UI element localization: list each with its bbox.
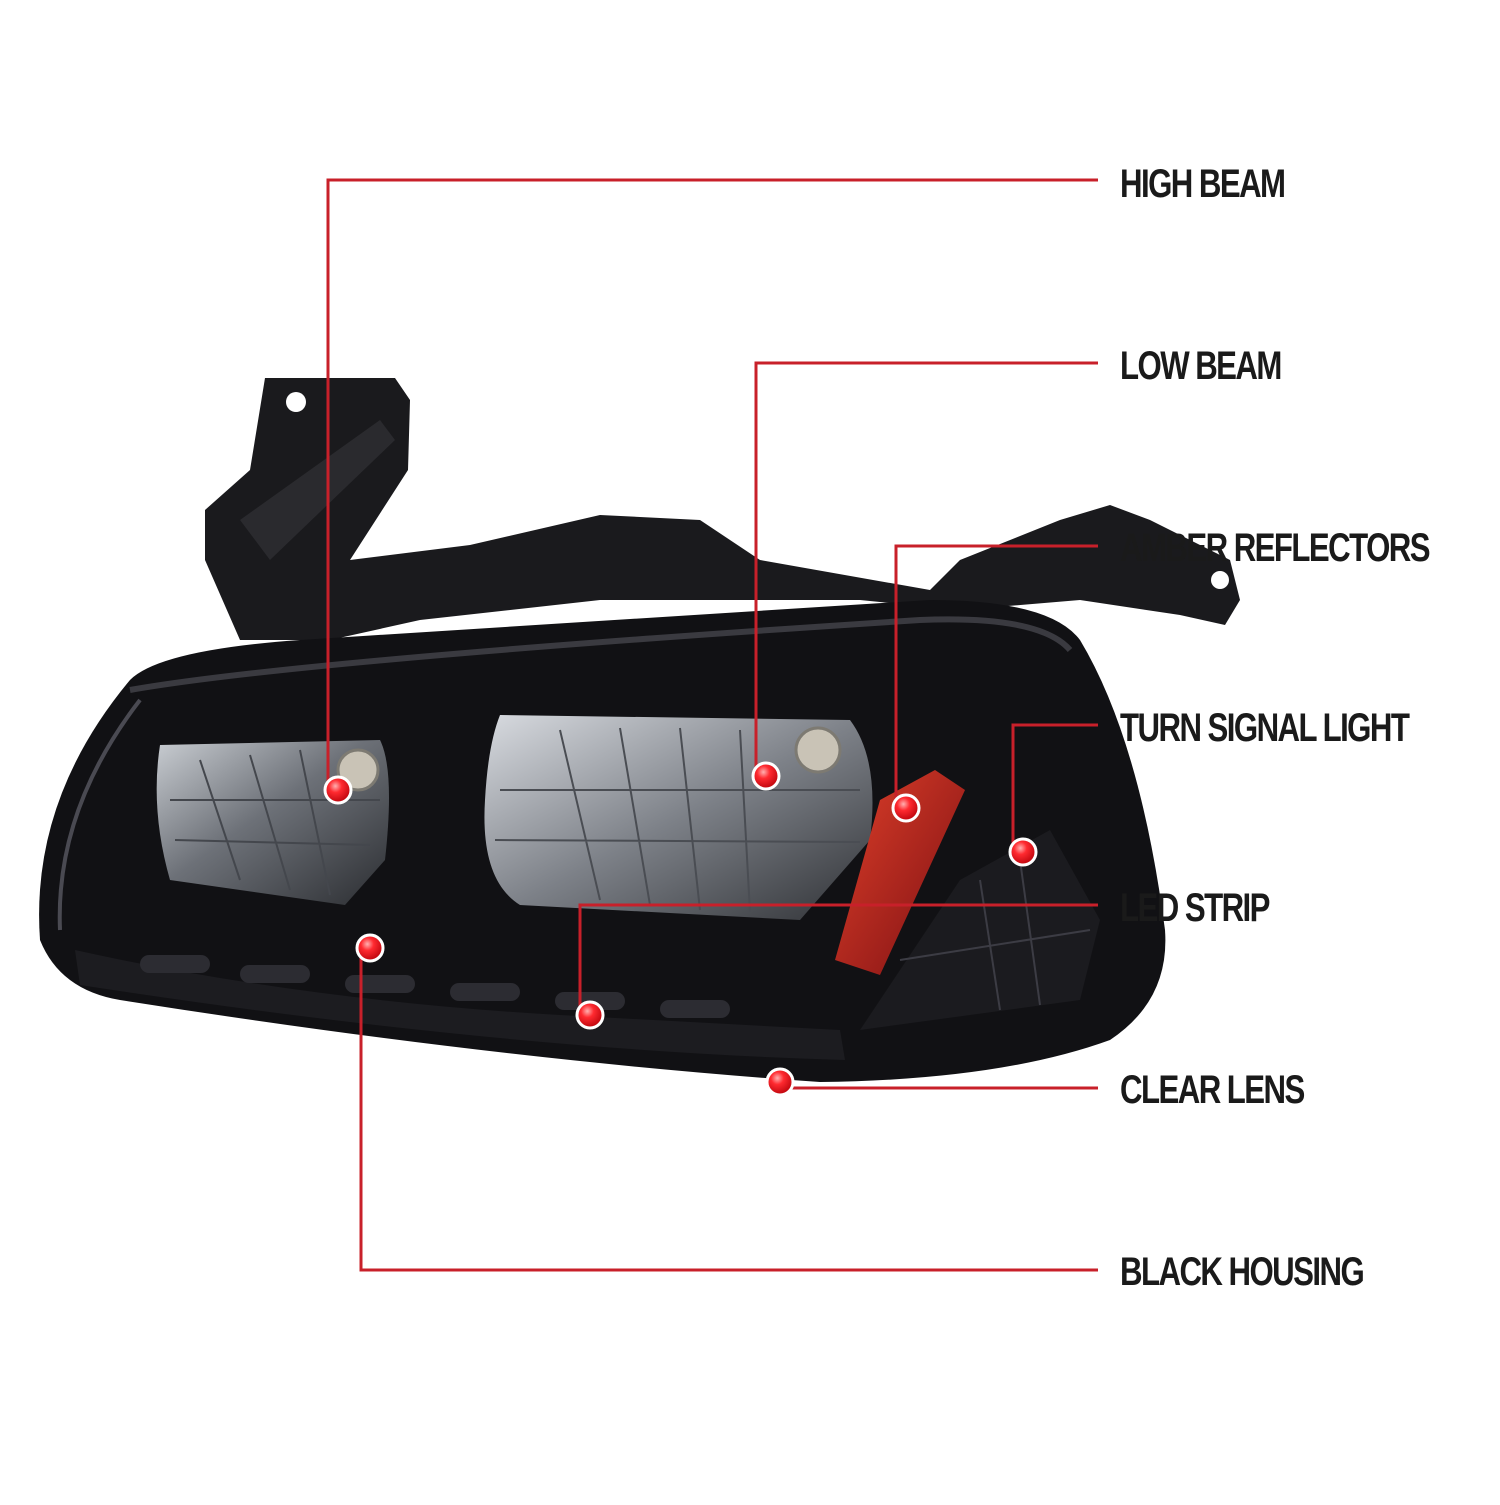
- callout-markers: [323, 761, 1038, 1097]
- bracket-hole-icon: [1211, 571, 1229, 589]
- bulb-socket: [794, 726, 842, 774]
- high-beam-facets: [170, 749, 380, 896]
- callout-label-high-beam: HIGH BEAM: [1120, 162, 1286, 206]
- led-segments: [140, 955, 730, 1018]
- low-beam-facets: [494, 727, 861, 913]
- turn-signal-facets: [899, 859, 1091, 1011]
- marker-dot-amber-reflectors: [891, 793, 921, 823]
- leader-line-clear-lens: [780, 1082, 1098, 1090]
- callout-label-black-housing: BLACK HOUSING: [1120, 1250, 1365, 1294]
- leader-lines: [326, 178, 1098, 1272]
- bracket-ridge: [240, 420, 395, 560]
- bracket-hole-icon: [286, 392, 306, 412]
- marker-dot-black-housing: [355, 933, 385, 963]
- marker-dot-high-beam: [323, 775, 353, 805]
- leader-line-led-strip: [578, 903, 1098, 1015]
- led-strip-bar: [75, 950, 845, 1060]
- leader-line-high-beam: [326, 178, 1098, 790]
- leader-line-turn-signal: [1011, 723, 1098, 852]
- callout-label-low-beam: LOW BEAM: [1120, 344, 1282, 388]
- callout-label-amber-reflectors: AMBER REFLECTORS: [1120, 526, 1431, 570]
- callout-label-led-strip: LED STRIP: [1120, 886, 1270, 930]
- marker-dot-led-strip: [575, 1000, 605, 1030]
- marker-dot-clear-lens: [765, 1067, 795, 1097]
- rear-mounting-bracket: [205, 378, 1240, 640]
- callout-label-turn-signal-light: TURN SIGNAL LIGHT: [1120, 706, 1410, 750]
- leader-line-amber-reflectors: [894, 544, 1098, 808]
- callout-label-clear-lens: CLEAR LENS: [1120, 1068, 1305, 1112]
- marker-dot-turn-signal: [1008, 837, 1038, 867]
- housing-top-rim: [129, 616, 1073, 693]
- amber-reflector: [835, 770, 965, 975]
- marker-dot-low-beam: [751, 761, 781, 791]
- turn-signal-reflector: [860, 830, 1100, 1030]
- leader-line-low-beam: [754, 361, 1098, 776]
- leader-line-black-housing: [359, 948, 1098, 1272]
- housing-edge-highlight: [57, 698, 142, 931]
